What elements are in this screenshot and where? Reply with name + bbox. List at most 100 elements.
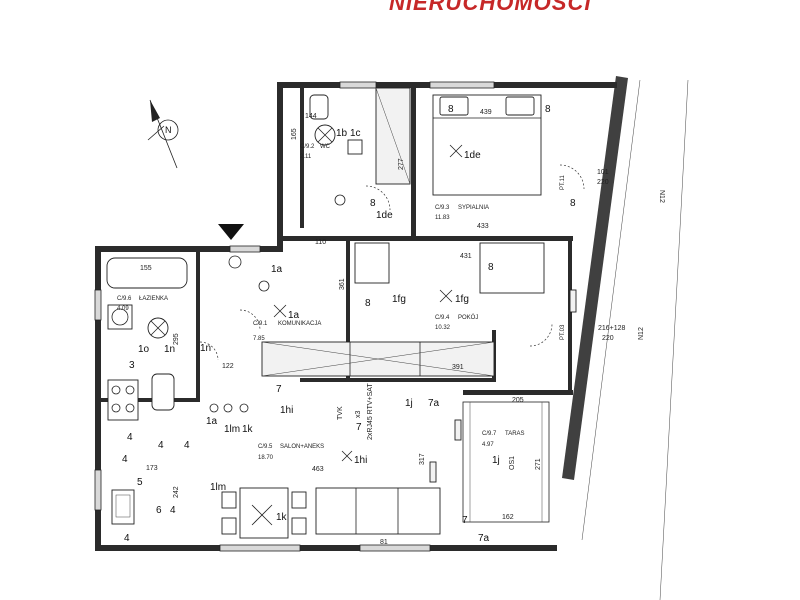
facade-wall: N12 N12 OS1	[509, 76, 689, 600]
side-label-mid: N12	[638, 327, 645, 340]
svg-text:431: 431	[460, 253, 472, 260]
svg-text:4: 4	[170, 505, 176, 516]
room-label-komunikacja: C/9.1 KOMUNIKACJA 7.85	[253, 321, 321, 342]
windows	[94, 81, 495, 552]
svg-text:122: 122	[222, 363, 234, 370]
svg-text:205: 205	[512, 397, 524, 404]
svg-text:8: 8	[370, 198, 376, 209]
svg-text:1n: 1n	[164, 344, 175, 355]
radiator-icon	[429, 289, 577, 483]
svg-text:ŁAZIENKA: ŁAZIENKA	[139, 296, 168, 302]
svg-text:4: 4	[184, 440, 190, 451]
svg-text:8: 8	[488, 262, 494, 273]
svg-text:101: 101	[597, 169, 609, 176]
svg-text:242: 242	[173, 486, 180, 498]
entrance-marker-icon	[218, 224, 244, 240]
pt03-label: PT.03	[560, 324, 566, 340]
door-swings	[199, 164, 585, 361]
desk-icon	[354, 242, 545, 294]
svg-text:220: 220	[597, 179, 609, 186]
svg-text:POKÓJ: POKÓJ	[458, 314, 478, 321]
svg-text:6: 6	[156, 505, 162, 516]
north-label: N	[165, 125, 172, 135]
svg-text:C/9.5: C/9.5	[258, 444, 273, 450]
svg-text:18.70: 18.70	[258, 455, 274, 461]
svg-text:81: 81	[380, 539, 388, 546]
side-label-terrace: OS1	[509, 456, 516, 470]
svg-text:295: 295	[173, 333, 180, 345]
svg-text:173: 173	[146, 465, 158, 472]
svg-text:C/9.1: C/9.1	[253, 321, 268, 327]
washing-machine-icon	[107, 304, 133, 330]
pt11-label: PT.11	[560, 174, 566, 190]
svg-text:1b: 1b	[336, 128, 348, 139]
svg-text:4: 4	[158, 440, 164, 451]
svg-text:1a: 1a	[271, 264, 283, 275]
svg-text:7.85: 7.85	[253, 336, 265, 342]
svg-text:1lm: 1lm	[210, 482, 226, 493]
svg-text:C/9.3: C/9.3	[435, 205, 450, 211]
svg-text:8: 8	[365, 298, 371, 309]
svg-text:7: 7	[276, 384, 282, 395]
svg-text:1j: 1j	[405, 398, 413, 409]
svg-text:SALON+ANEKS: SALON+ANEKS	[280, 444, 324, 450]
svg-text:463: 463	[312, 466, 324, 473]
rj45-label: 2xRJ45 RTV+SAT	[367, 383, 374, 440]
svg-text:1c: 1c	[350, 128, 361, 139]
svg-text:7a: 7a	[428, 398, 440, 409]
svg-text:1hi: 1hi	[354, 455, 367, 466]
room-label-wc: C/9.2 WC 2.11	[300, 144, 331, 160]
sofa-icon	[315, 487, 441, 535]
svg-text:361: 361	[339, 278, 346, 290]
kitchen-stove-icon	[107, 379, 139, 421]
svg-text:439: 439	[480, 109, 492, 116]
svg-text:4: 4	[124, 533, 130, 544]
room-label-lazienka: C/9.6 ŁAZIENKA 4.09	[117, 296, 168, 312]
x3-label: x3	[355, 411, 362, 419]
toilet-icon	[151, 94, 329, 411]
room-label-sypialnia: C/9.3 SYPIALNIA 11.83	[435, 205, 489, 221]
svg-text:8: 8	[448, 104, 454, 115]
tvk-label: TVK	[337, 406, 344, 420]
svg-text:1de: 1de	[376, 210, 393, 221]
svg-text:TARAS: TARAS	[505, 431, 525, 437]
svg-text:4.09: 4.09	[117, 306, 129, 312]
svg-text:4: 4	[127, 432, 133, 443]
svg-text:1n: 1n	[200, 343, 211, 354]
svg-text:4: 4	[122, 454, 128, 465]
svg-text:7a: 7a	[478, 533, 490, 544]
svg-text:1k: 1k	[276, 512, 288, 523]
svg-text:8: 8	[570, 198, 576, 209]
svg-text:162: 162	[502, 514, 514, 521]
svg-text:KOMUNIKACJA: KOMUNIKACJA	[278, 321, 321, 327]
brand-logo-text: NIERUCHOMOŚCI	[389, 0, 591, 15]
svg-text:2.11: 2.11	[300, 154, 312, 160]
svg-text:1k: 1k	[242, 424, 254, 435]
svg-text:SYPIALNIA: SYPIALNIA	[458, 205, 489, 211]
north-arrow-icon: N	[147, 99, 179, 169]
svg-text:4.97: 4.97	[482, 442, 494, 448]
svg-text:1hi: 1hi	[280, 405, 293, 416]
svg-text:3: 3	[129, 360, 135, 371]
bathtub-icon	[106, 257, 188, 289]
terrace	[462, 401, 550, 523]
svg-text:5: 5	[137, 477, 143, 488]
svg-text:8: 8	[545, 104, 551, 115]
svg-text:1de: 1de	[464, 150, 481, 161]
svg-text:10.32: 10.32	[435, 325, 451, 331]
dimension-labels: 144 165 277 439 433 110 155 431 361 295 …	[140, 109, 626, 546]
svg-text:271: 271	[535, 458, 542, 470]
svg-text:1lm: 1lm	[224, 424, 240, 435]
svg-text:165: 165	[291, 128, 298, 140]
svg-text:277: 277	[398, 158, 405, 170]
svg-text:1j: 1j	[492, 455, 500, 466]
svg-text:1o: 1o	[138, 344, 150, 355]
svg-text:7: 7	[462, 515, 468, 526]
outlet-marks	[209, 144, 463, 462]
svg-text:110: 110	[315, 239, 326, 246]
side-label-top: N12	[658, 190, 665, 203]
kitchen-sink-icon	[111, 489, 135, 525]
svg-text:1fg: 1fg	[392, 294, 406, 305]
svg-text:220: 220	[602, 335, 614, 342]
